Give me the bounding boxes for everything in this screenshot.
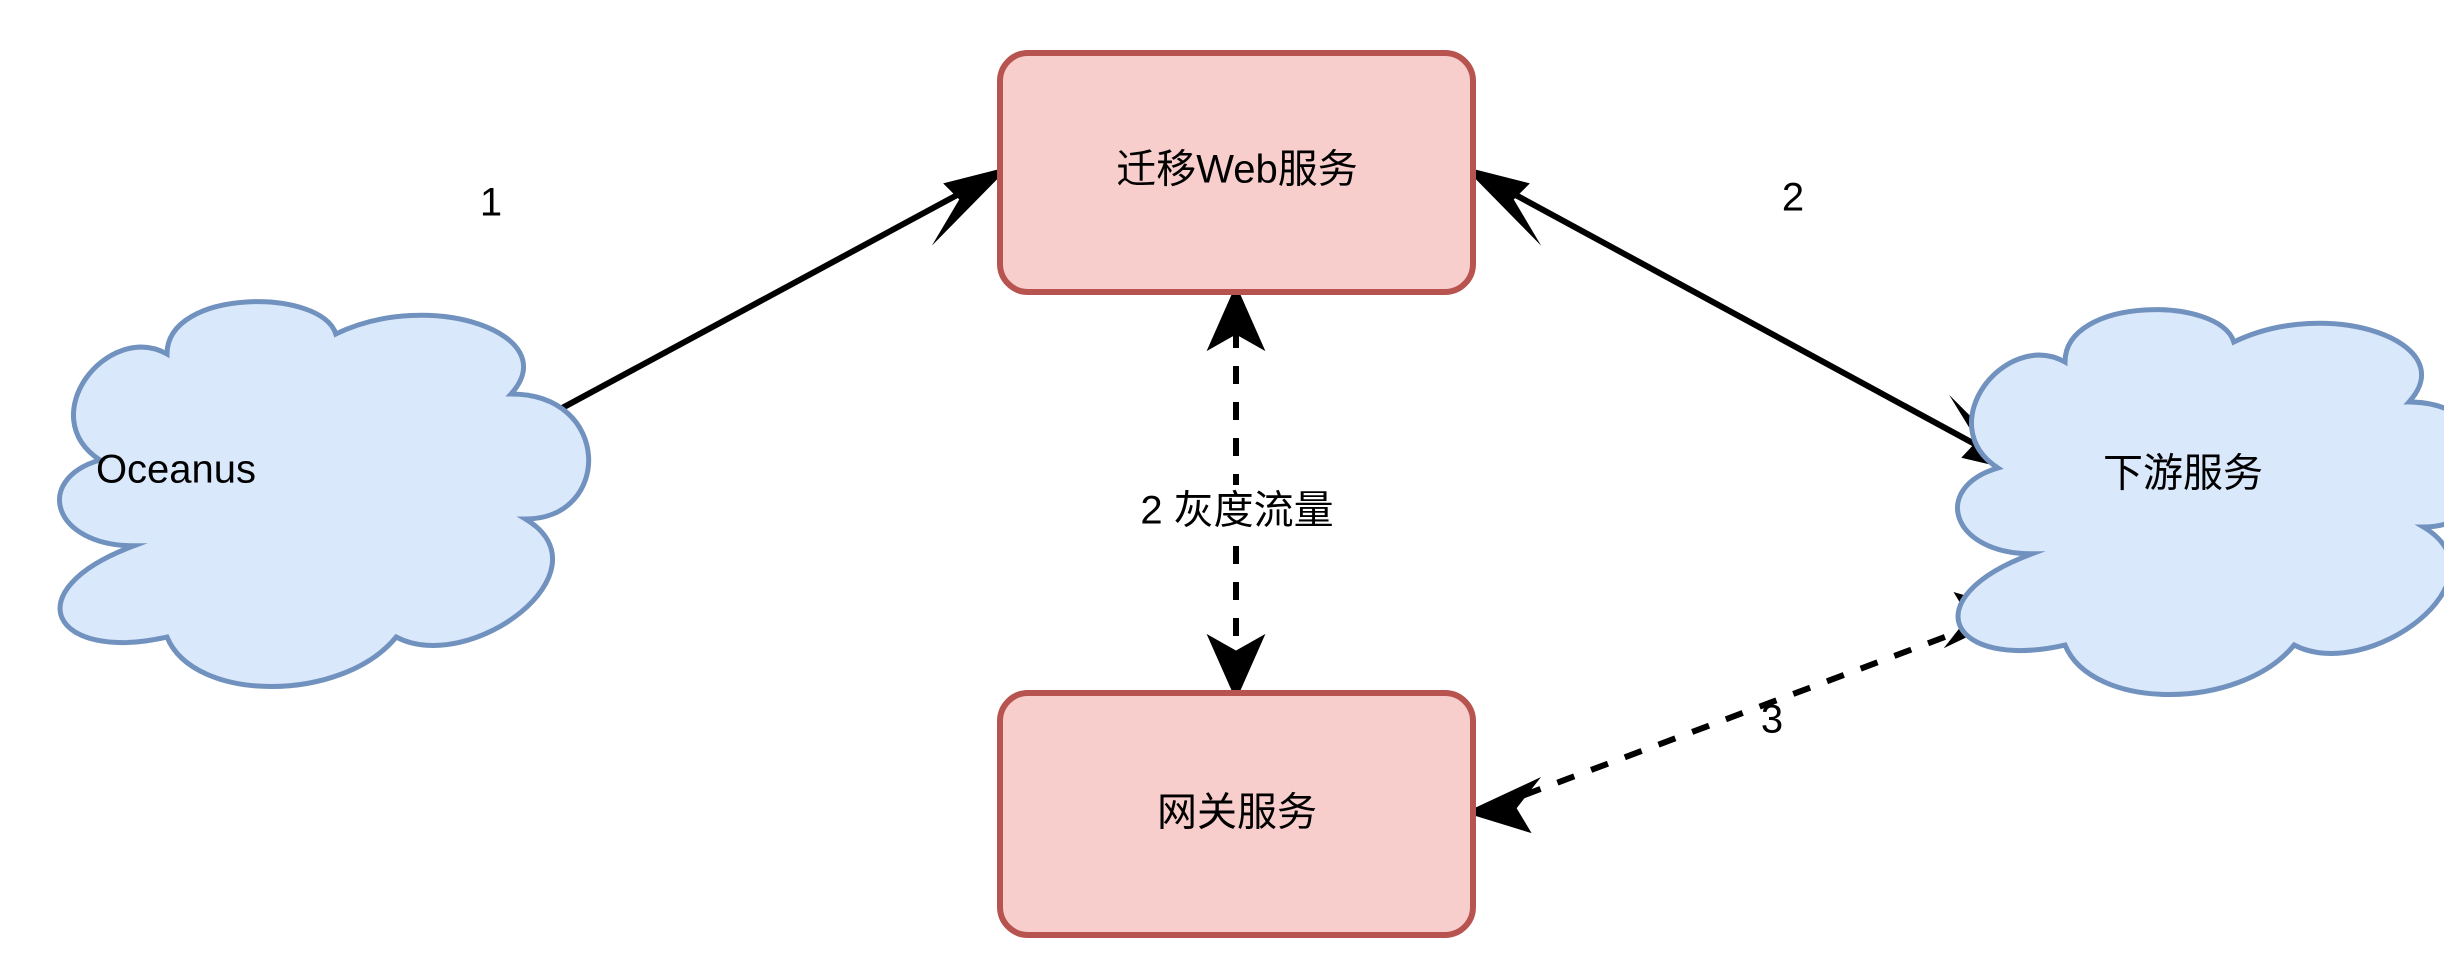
arrow-head-to-migration-bottom [1206, 284, 1266, 352]
edge-migration-downstream[interactable]: 2 [1463, 166, 2028, 474]
node-oceanus[interactable]: Oceanus [57, 299, 592, 689]
node-label-oceanus: Oceanus [96, 448, 256, 492]
cloud-shape-downstream-service [1955, 307, 2444, 697]
node-label-downstream-service: 下游服务 [2103, 452, 2263, 496]
node-downstream-service[interactable]: 下游服务 [1955, 307, 2444, 697]
edge-label-background-grayscale [1108, 485, 1366, 541]
edge-gateway-downstream[interactable]: 3 [1464, 592, 2021, 834]
arrow-head-to-gateway-top [1206, 633, 1266, 701]
cloud-shape-oceanus [57, 299, 592, 689]
box-shape-migration-web-service [997, 50, 1476, 295]
node-label-gateway-service: 网关服务 [1157, 791, 1317, 835]
arrow-head-to-migration-right [1463, 166, 1542, 246]
node-gateway-service[interactable]: 网关服务 [997, 690, 1476, 938]
edge-gateway-downstream-line [1488, 617, 1992, 811]
box-shape-gateway-service [997, 690, 1476, 938]
edge-label-gray-traffic: 2 灰度流量 [1140, 489, 1333, 533]
edge-migration-downstream-line [1486, 177, 1997, 458]
node-migration-web-service[interactable]: 迁移Web服务 [997, 50, 1476, 295]
edge-label-2: 2 [1782, 176, 1804, 220]
arrow-head-to-gateway-right [1464, 777, 1542, 834]
edge-migration-gateway[interactable]: 2 灰度流量 [1108, 284, 1366, 701]
edge-label-1: 1 [480, 181, 502, 225]
node-label-migration-web-service: 迁移Web服务 [1116, 148, 1358, 192]
edge-label-3: 3 [1761, 698, 1783, 742]
arrow-head-to-migration-left [931, 166, 1010, 246]
